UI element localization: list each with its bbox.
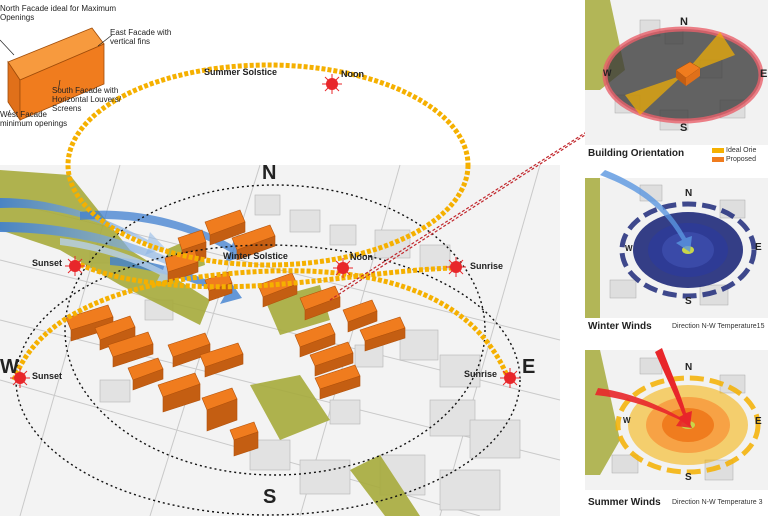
orientation-legend-ideal: Ideal Orie [726,147,757,154]
facade-note-west: West Facade minimum openings [0,110,67,128]
orientation-legend-proposed: Proposed [726,156,756,163]
compass-south: S [263,486,277,508]
winter-info: Direction N-W Temperature15 [672,323,765,330]
summer-compass-n: N [685,362,693,373]
compass-west: W [0,356,19,378]
summer-caption: Summer Winds [588,497,661,508]
winter-compass-s: S [685,296,692,307]
facade-note-east: East Facade with vertical fins [110,28,171,46]
orientation-compass-n: N [680,16,688,28]
sunrise-lower-label: Sunrise [464,369,498,379]
panel-summer-graphic [585,348,768,490]
winter-compass-n: N [685,188,693,199]
orange-buildings [65,209,406,457]
summer-compass-s: S [685,472,692,483]
sun-markers [10,74,520,388]
noon-winter-label: Noon [350,252,373,262]
winter-compass-w: W [625,244,633,253]
facade-box [0,27,113,122]
orientation-compass-e: E [760,68,768,80]
orientation-compass-w: W [603,68,612,78]
facade-note-west-text: West Facade minimum openings [0,110,68,128]
winter-caption: Winter Winds [588,321,652,332]
facade-note-north-text: North Facade ideal for Maximum Openings [0,4,117,22]
facade-note-south: South Facade with Horizontal Louvers/ Sc… [52,86,121,113]
summer-info: Direction N-W Temperature 3 [672,499,763,506]
compass-east: E [522,356,536,378]
summer-solstice-label: Summer Solstice [204,67,278,77]
facade-note-east-text: East Facade with vertical fins [110,28,172,46]
sunset-lower-label: Sunset [32,371,63,381]
sunset-upper-label: Sunset [32,258,63,268]
winter-solstice-label: Winter Solstice [223,251,288,261]
facade-note-north: North Facade ideal for Maximum Openings [0,4,116,22]
panel-orientation-graphic [585,0,768,162]
summer-compass-w: W [623,416,631,425]
noon-summer-label: Noon [341,69,364,79]
orientation-compass-s: S [680,122,688,134]
panel-winter-graphic [585,170,768,318]
orientation-caption: Building Orientation [588,148,685,159]
summer-compass-e: E [755,416,762,427]
summer-solstice-path [11,62,511,381]
sunrise-upper-label: Sunrise [470,261,504,271]
winter-compass-e: E [755,242,762,253]
compass-north: N [262,162,277,184]
facade-note-south-text: South Facade with Horizontal Louvers/ Sc… [52,86,121,113]
